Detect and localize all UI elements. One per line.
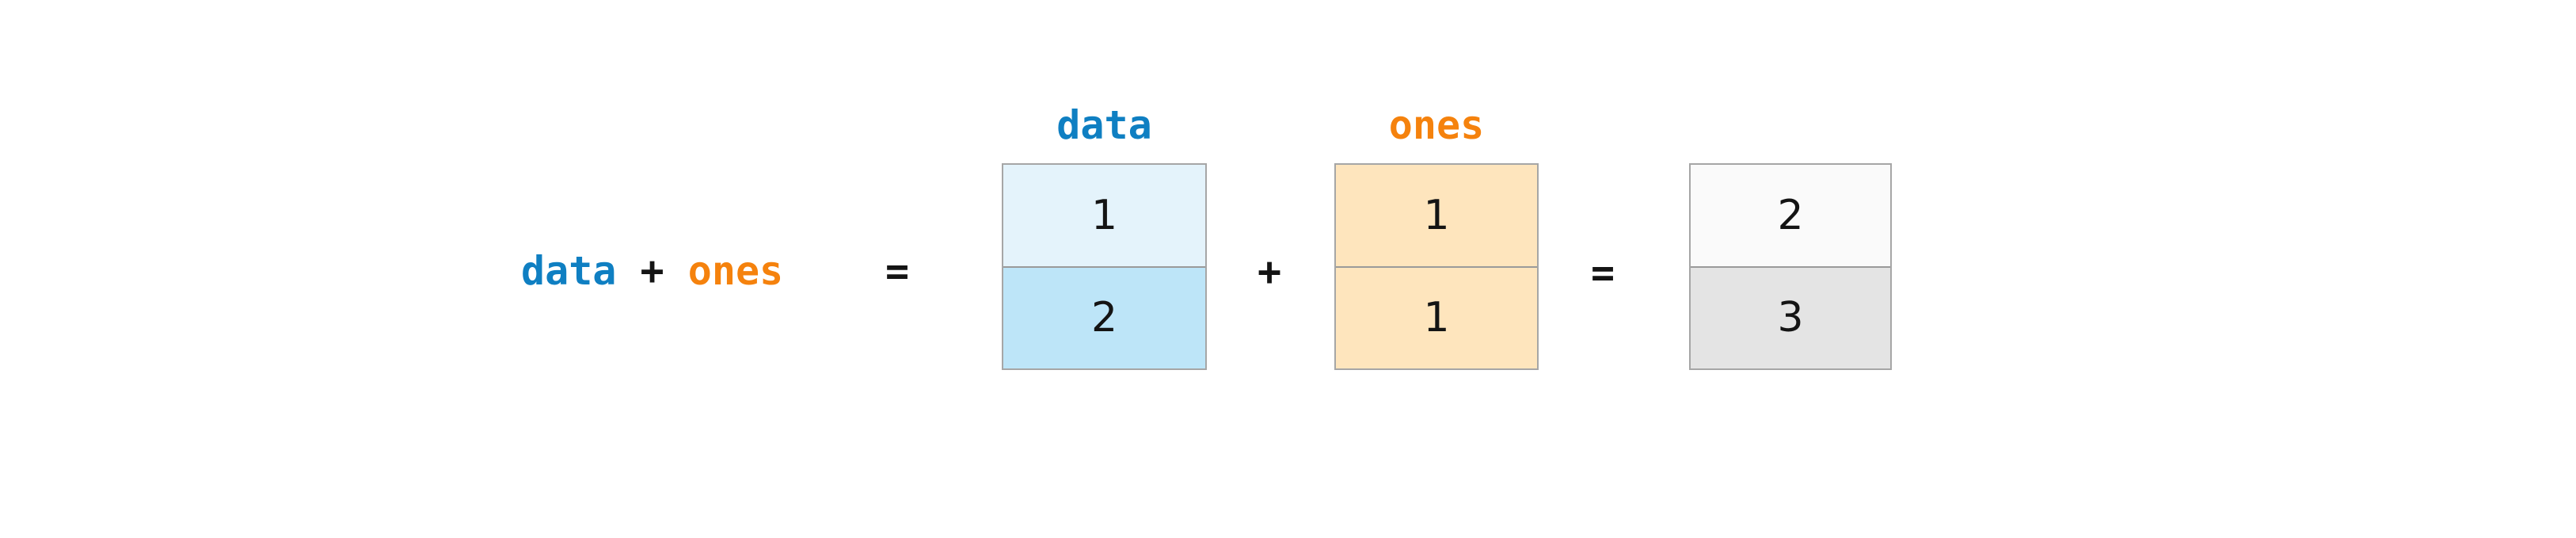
plus-operator: +	[1257, 249, 1282, 295]
expression-plus-sign: +	[616, 248, 688, 294]
result-array-cell-0: 2	[1691, 165, 1890, 266]
ones-array-label: ones	[1388, 102, 1485, 148]
expression-data-word: data	[521, 248, 617, 294]
ones-array-cell-0: 1	[1336, 165, 1537, 266]
data-array-cell-0: 1	[1003, 165, 1205, 266]
ones-array-cell-1: 1	[1336, 265, 1537, 368]
data-array-box: 1 2	[1002, 163, 1207, 370]
result-array-box: 2 3	[1689, 163, 1892, 370]
data-array-label: data	[1056, 102, 1152, 148]
expression-ones-word: ones	[687, 248, 784, 294]
ones-array-box: 1 1	[1334, 163, 1539, 370]
data-array-cell-1: 2	[1003, 265, 1205, 368]
result-array-cell-1: 3	[1691, 265, 1890, 368]
equals-operator: =	[1590, 250, 1615, 296]
expression-equals-sign: =	[885, 248, 910, 294]
expression-text: data + ones	[521, 248, 783, 294]
